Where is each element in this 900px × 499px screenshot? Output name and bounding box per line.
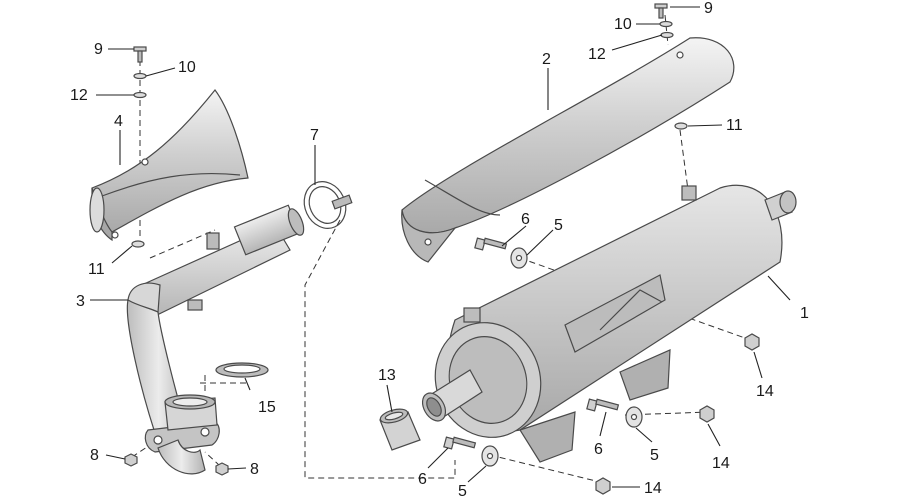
callout-12a: 12 <box>70 87 88 104</box>
callout-4: 4 <box>114 113 123 130</box>
callout-1: 1 <box>800 305 809 322</box>
callout-5b: 5 <box>650 447 659 464</box>
callout-15: 15 <box>258 399 276 416</box>
callout-14c: 14 <box>644 480 662 497</box>
screw-right <box>654 3 668 19</box>
callout-5a: 5 <box>554 217 563 234</box>
callout-7: 7 <box>310 127 319 144</box>
screw-left <box>133 46 147 63</box>
callout-8a: 8 <box>90 447 99 464</box>
bolt-middle <box>586 398 620 412</box>
callout-9b: 9 <box>704 0 713 17</box>
callout-labels: 1 2 3 4 5 5 5 6 6 6 7 8 8 9 9 10 10 11 1… <box>70 0 809 499</box>
bolt-lower <box>443 436 477 450</box>
insert-sleeve <box>379 408 421 451</box>
bolt-upper <box>474 237 508 251</box>
callout-10b: 10 <box>614 16 632 33</box>
callout-14b: 14 <box>712 455 730 472</box>
leader-lines <box>90 6 791 488</box>
gasket <box>215 362 269 378</box>
callout-6c: 6 <box>418 471 427 488</box>
callout-8b: 8 <box>250 461 259 478</box>
callout-6b: 6 <box>594 441 603 458</box>
hardware <box>124 3 760 495</box>
callout-12b: 12 <box>588 46 606 63</box>
callout-11a: 11 <box>88 261 105 278</box>
heat-shield-left <box>89 89 249 242</box>
muffler <box>421 184 797 463</box>
callout-14a: 14 <box>756 383 774 400</box>
clamp <box>303 181 353 229</box>
heat-shield-top <box>401 37 735 263</box>
callout-2: 2 <box>542 51 551 68</box>
callout-5c: 5 <box>458 483 467 499</box>
callout-3: 3 <box>76 293 85 310</box>
callout-13: 13 <box>378 367 396 384</box>
header-pipe <box>126 204 305 475</box>
callout-10a: 10 <box>178 59 196 76</box>
callout-9a: 9 <box>94 41 103 58</box>
callout-6a: 6 <box>521 211 530 228</box>
callout-11b: 11 <box>726 117 743 134</box>
